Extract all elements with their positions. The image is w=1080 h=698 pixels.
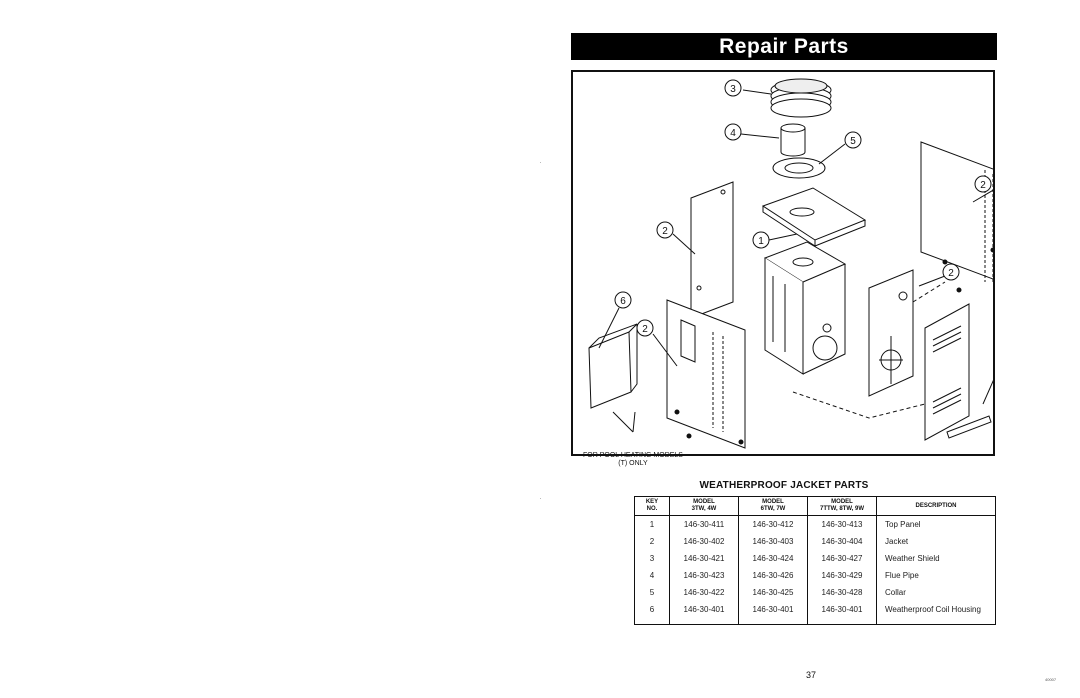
collar-part [772,157,826,179]
table-row: 4 146-30-423 146-30-426 146-30-429 Flue … [634,567,996,584]
parts-illustration: 3 4 5 2 1 2 6 2 2 2 [588,78,993,449]
pool-heating-note: FOR POOL HEATING MODELS (T) ONLY [583,452,683,467]
header-description: DESCRIPTION [876,496,996,516]
cell-model-2: 146-30-401 [738,601,808,625]
page-number: 37 [806,670,817,680]
svg-text:2: 2 [948,268,954,279]
cell-description: Weather Shield [876,550,996,567]
cell-model-1: 146-30-423 [669,567,739,584]
table-title: WEATHERPROOF JACKET PARTS [699,480,869,491]
scan-speck [540,162,541,163]
cell-description: Flue Pipe [876,567,996,584]
table-row: 5 146-30-422 146-30-425 146-30-428 Colla… [634,584,996,601]
cell-key: 2 [634,533,670,550]
cell-model-3: 146-30-429 [807,567,877,584]
table-row: 2 146-30-402 146-30-403 146-30-404 Jacke… [634,533,996,550]
svg-text:6: 6 [620,296,626,307]
jacket-panel-center [868,269,914,397]
callout-5: 5 [844,131,862,149]
cell-model-3: 146-30-427 [807,550,877,567]
cell-key: 4 [634,567,670,584]
svg-text:4: 4 [730,128,736,139]
jacket-panel-right [920,141,993,284]
jacket-panel-louvered [924,303,970,441]
svg-text:2: 2 [980,180,986,191]
svg-text:3: 3 [730,84,736,95]
svg-text:2: 2 [642,324,648,335]
jacket-panel-front-left [666,299,746,449]
cell-model-3: 146-30-413 [807,515,877,533]
cell-model-3: 146-30-401 [807,601,877,625]
cell-model-3: 146-30-404 [807,533,877,550]
cell-model-1: 146-30-421 [669,550,739,567]
cell-key: 5 [634,584,670,601]
cell-model-1: 146-30-422 [669,584,739,601]
svg-text:2: 2 [662,226,668,237]
callout-3: 3 [724,79,742,97]
cell-model-3: 146-30-428 [807,584,877,601]
cell-model-2: 146-30-424 [738,550,808,567]
table-row: 6 146-30-401 146-30-401 146-30-401 Weath… [634,601,996,625]
svg-text:1: 1 [758,236,764,247]
cell-model-2: 146-30-412 [738,515,808,533]
bottom-rail-part [946,415,992,439]
document-code: 40007 [1045,677,1057,682]
coil-housing-part [588,323,638,409]
cell-key: 3 [634,550,670,567]
scan-speck [540,498,541,499]
cell-model-1: 146-30-401 [669,601,739,625]
svg-text:5: 5 [850,136,856,147]
flue-pipe-part [780,123,806,157]
callout-1: 1 [752,231,770,249]
cell-key: 1 [634,515,670,533]
page-title: Repair Parts [719,34,849,58]
callout-6: 6 [614,291,632,309]
heater-body-part [763,241,847,375]
cell-description: Jacket [876,533,996,550]
cell-model-2: 146-30-403 [738,533,808,550]
cell-model-2: 146-30-426 [738,567,808,584]
cell-model-1: 146-30-402 [669,533,739,550]
cell-description: Collar [876,584,996,601]
screw-hardware [674,247,993,445]
callout-2-center: 2 [942,263,960,281]
callout-markers: 3 4 5 2 1 2 6 2 2 2 [614,79,992,337]
top-panel-part [761,187,867,247]
exploded-parts-diagram: 3 4 5 2 1 2 6 2 2 2 FOR POOL HEATING MOD… [571,70,995,467]
cell-description: Top Panel [876,515,996,533]
callout-2-front: 2 [636,319,654,337]
cell-model-1: 146-30-411 [669,515,739,533]
callout-2-back: 2 [656,221,674,239]
weather-shield-part [770,78,832,118]
table-row: 1 146-30-411 146-30-412 146-30-413 Top P… [634,515,996,533]
cell-key: 6 [634,601,670,625]
table-row: 3 146-30-421 146-30-424 146-30-427 Weath… [634,550,996,567]
cell-model-2: 146-30-425 [738,584,808,601]
cell-description: Weatherproof Coil Housing [876,601,996,625]
callout-4: 4 [724,123,742,141]
jacket-panel-back-left [690,181,734,319]
repair-parts-banner: Repair Parts [571,33,997,60]
callout-leaders [598,89,993,433]
callout-2-right: 2 [974,175,992,193]
